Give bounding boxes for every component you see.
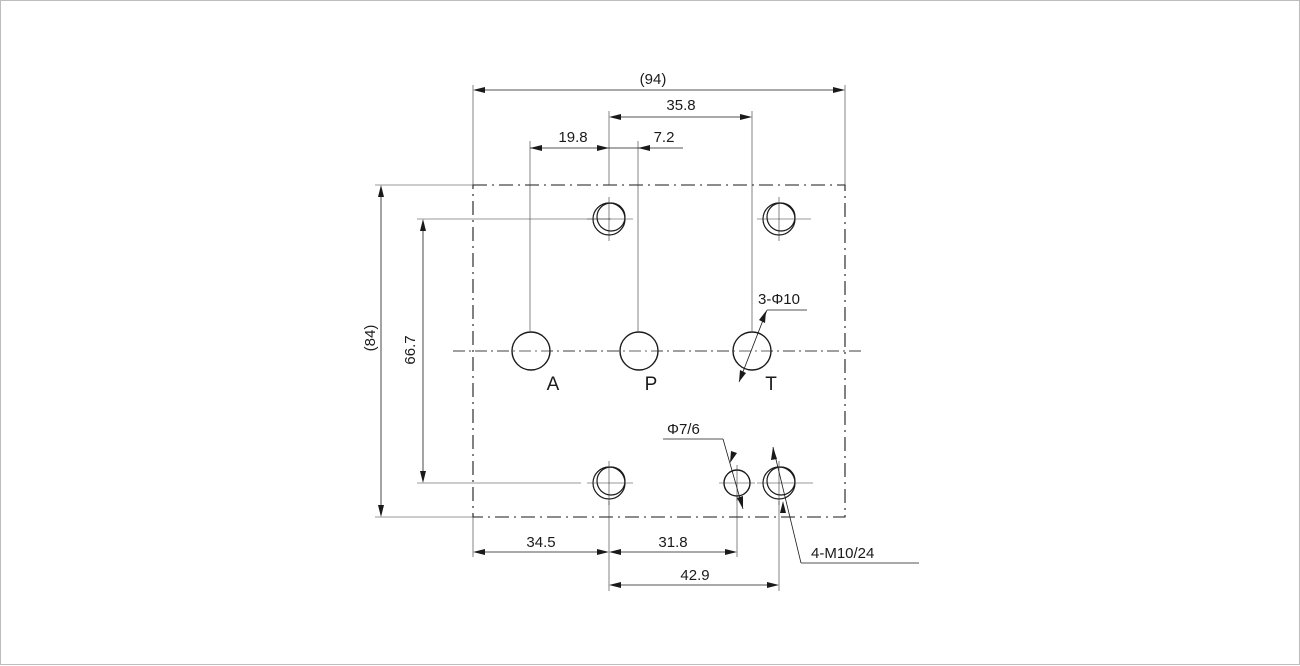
port-a-label: A	[547, 374, 560, 395]
t-offset-label: 35.8	[666, 97, 695, 114]
dim-overall-height: (84)	[362, 184, 473, 518]
bolt-hole-bottom-right	[757, 461, 813, 505]
bottom-left-label: 34.5	[526, 534, 555, 551]
bolt-hole-bottom-left	[587, 461, 633, 505]
dim-bolt-vertical: 66.7	[402, 218, 611, 484]
dim-overall-width: (94)	[472, 71, 846, 185]
overall-height-label: (84)	[362, 325, 379, 352]
dim-bottom-long: 42.9	[609, 501, 780, 591]
overall-width-label: (94)	[640, 71, 667, 88]
bolt-hole-top-right	[757, 197, 811, 241]
callout-port-diameter: 3-Φ10	[738, 291, 807, 383]
bolt-hole-top-left	[587, 197, 633, 241]
p-offset-label: 7.2	[654, 129, 675, 146]
bottom-long-label: 42.9	[680, 567, 709, 584]
bolts-label: 4-M10/24	[811, 545, 874, 562]
port-a: A	[511, 331, 560, 395]
pin-diameter-label: Φ7/6	[667, 421, 700, 438]
dim-bottom-left: 34.5	[472, 501, 610, 591]
bolt-vertical-label: 66.7	[402, 335, 419, 364]
a-offset-label: 19.8	[558, 129, 587, 146]
dim-a-p-offsets: 19.8 7.2	[529, 129, 683, 331]
pin-hole	[719, 465, 755, 501]
port-diameter-label: 3-Φ10	[758, 291, 800, 308]
port-t: T	[732, 331, 777, 395]
port-p: P	[619, 331, 659, 395]
dim-bottom-mid: 31.8	[609, 497, 738, 557]
callout-pin-diameter: Φ7/6	[663, 421, 744, 510]
body-outline	[472, 184, 846, 518]
port-p-label: P	[645, 374, 658, 395]
port-t-label: T	[765, 374, 777, 395]
callout-bolts: 4-M10/24	[771, 446, 919, 564]
bottom-mid-label: 31.8	[658, 534, 687, 551]
dim-t-offset: 35.8	[608, 97, 753, 331]
